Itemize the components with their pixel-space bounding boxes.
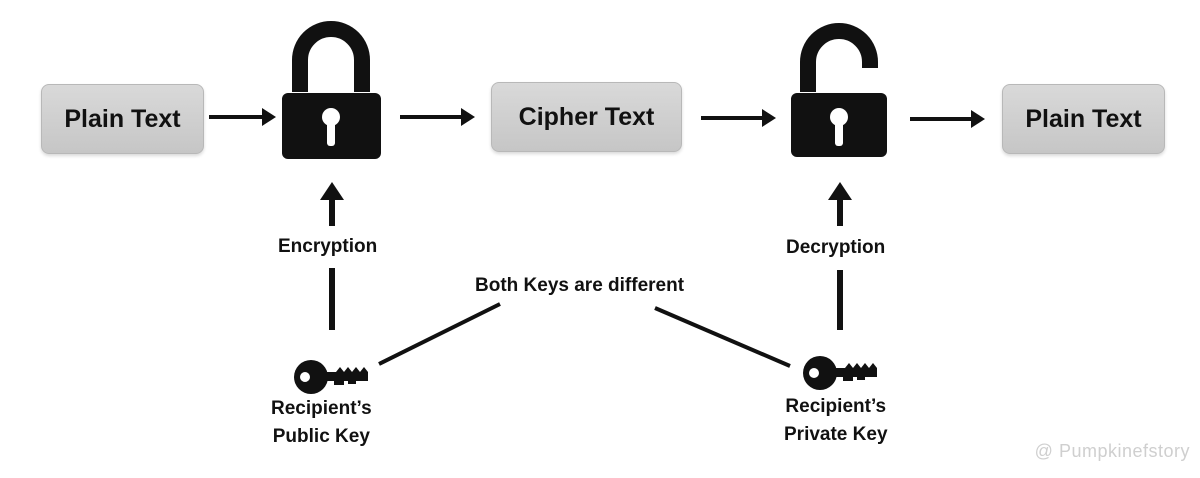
decryption-arrow-up [828,182,852,330]
plain-text-left-box: Plain Text [41,84,204,154]
private-key-line2: Private Key [784,424,888,445]
encryption-label: Encryption [278,236,378,257]
plain-text-right-box: Plain Text [1002,84,1165,154]
key-icon [803,356,877,390]
flow-arrow-2 [400,108,475,126]
private-key-line1: Recipient’s [785,396,887,417]
decryption-label: Decryption [786,237,886,258]
cipher-text-label: Cipher Text [518,102,655,131]
encryption-arrow-up [320,182,344,330]
plain-text-left-label: Plain Text [64,104,181,133]
flow-arrow-1 [209,108,276,126]
lock-open-icon [791,23,887,157]
plain-text-right-label: Plain Text [1025,104,1142,133]
public-key-label: Recipient’s Public Key [271,398,372,448]
public-key-line1: Recipient’s [271,398,372,419]
connector-right [654,306,791,368]
public-key-line2: Public Key [272,426,370,447]
flow-arrow-3 [701,109,776,127]
cipher-text-box: Cipher Text [491,82,682,152]
connector-left [378,302,501,366]
flow-arrow-4 [910,110,985,128]
key-icon [294,360,368,394]
watermark: @ Pumpkinefstory [1034,441,1190,461]
both-keys-label: Both Keys are different [475,275,685,296]
private-key-label: Recipient’s Private Key [784,396,888,446]
lock-closed-icon [282,21,381,159]
